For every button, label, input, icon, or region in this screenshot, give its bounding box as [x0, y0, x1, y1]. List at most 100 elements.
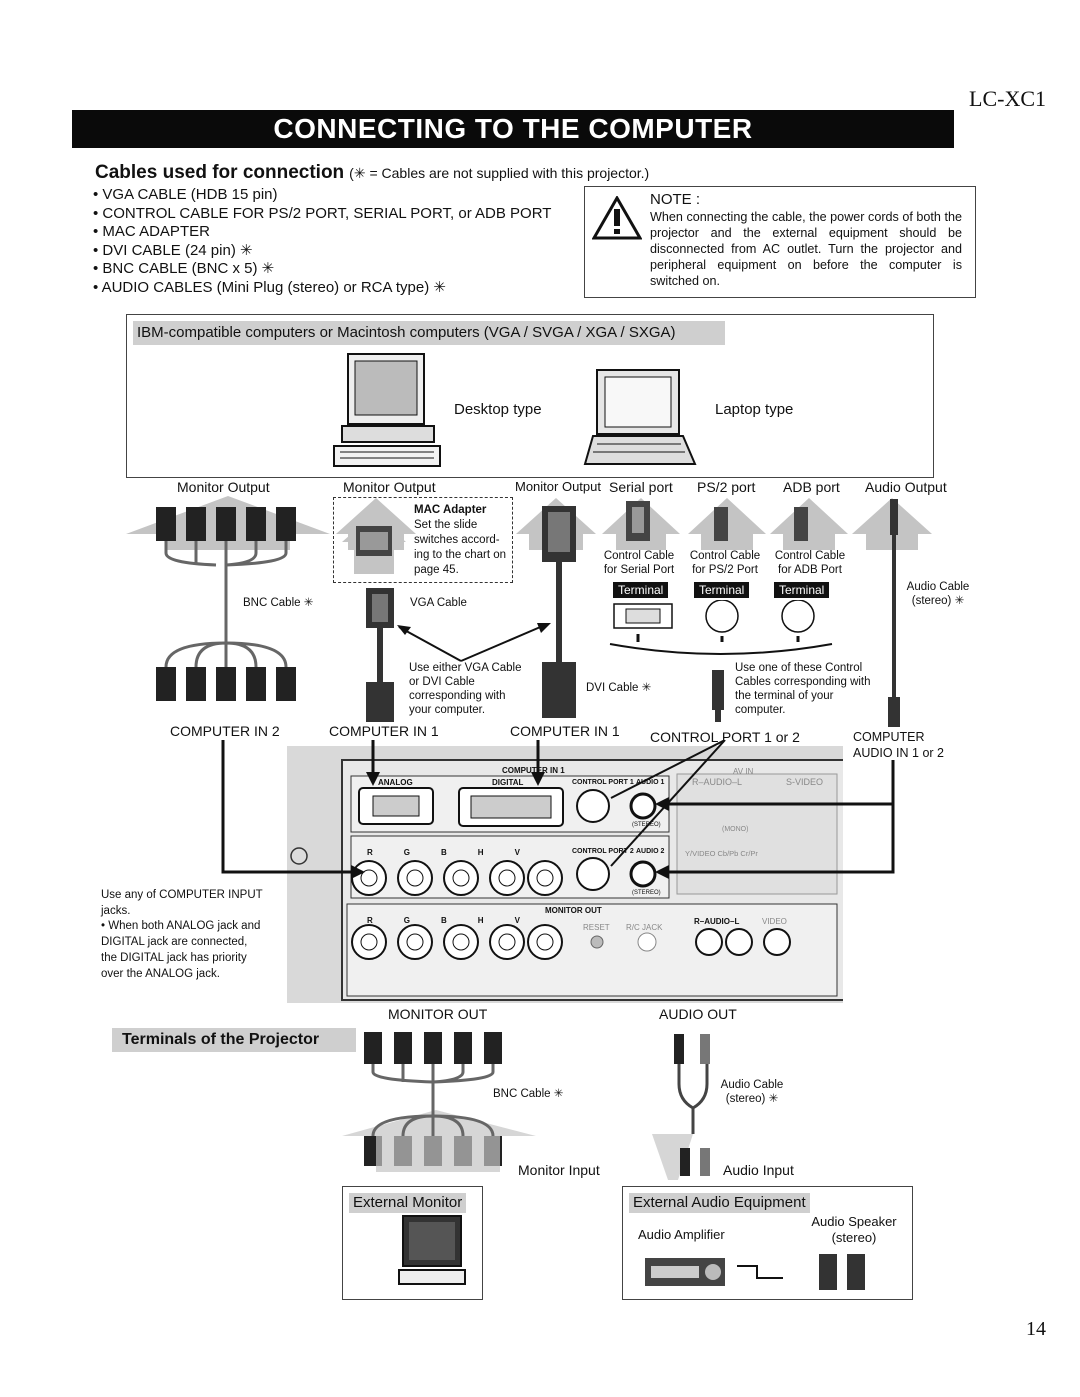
panel-rgbhv-1: RGBHV	[367, 846, 551, 860]
computers-box	[126, 314, 934, 478]
model-number: LC-XC1	[969, 86, 1046, 111]
external-monitor-title: External Monitor	[349, 1193, 467, 1213]
cable-item: BNC CABLE (BNC x 5) ✳	[93, 260, 551, 279]
external-audio-title: External Audio Equipment	[629, 1193, 810, 1213]
panel-rc-jack: R/C JACK	[626, 923, 663, 932]
choice-arrows	[397, 623, 551, 662]
panel-mono: (MONO)	[722, 826, 749, 833]
panel-rgbhv-label: V	[514, 848, 551, 857]
audio-out-cable-icon	[652, 1034, 710, 1180]
port-label-monitor-output: Monitor Output	[343, 479, 436, 495]
panel-audio-2: AUDIO 2	[636, 848, 665, 855]
panel-rgbhv-label: H	[477, 848, 515, 857]
page-number: 14	[1026, 1318, 1046, 1340]
input-label-computer-in-1: COMPUTER IN 1	[329, 723, 439, 739]
vga-cable-label: VGA Cable	[410, 597, 467, 609]
monitor-input-label: Monitor Input	[518, 1162, 600, 1178]
input-label-control-port: CONTROL PORT 1 or 2	[650, 729, 800, 745]
terminal-tag-ps2: Terminal	[694, 582, 750, 598]
port-label-monitor-output: Monitor Output	[177, 479, 270, 495]
panel-r-audio-l-out: R–AUDIO–L	[694, 917, 740, 926]
mac-adapter-box	[333, 497, 513, 583]
control-cable-plugs-icon	[626, 501, 808, 541]
page-title: CONNECTING TO THE COMPUTER	[72, 110, 954, 148]
note-box	[584, 186, 976, 298]
cable-list: VGA CABLE (HDB 15 pin) CONTROL CABLE FOR…	[93, 186, 552, 298]
speaker-label: Audio Speaker (stereo)	[811, 1214, 897, 1245]
panel-av-in: AV IN	[733, 767, 754, 776]
panel-rgbhv-label: B	[441, 848, 478, 857]
control-cable-ps2-label: Control Cable for PS/2 Port	[689, 550, 761, 576]
external-monitor-icon	[398, 1215, 466, 1285]
note-title: NOTE :	[650, 191, 701, 208]
output-audio-cable-label: Audio Cable (stereo) ✳	[720, 1079, 784, 1105]
use-one-note: Use one of these Control Cables correspo…	[735, 662, 871, 716]
terminal-connectors-icon	[609, 600, 833, 655]
terminal-tag-adb: Terminal	[774, 582, 830, 598]
input-label-audio-in: COMPUTER AUDIO IN 1 or 2	[853, 730, 944, 760]
desktop-label: Desktop type	[454, 401, 542, 418]
output-bnc-cable-label: BNC Cable ✳	[493, 1088, 564, 1100]
panel-rgbhv-label: B	[441, 916, 478, 925]
control-cable-serial-label: Control Cable for Serial Port	[603, 550, 675, 576]
cable-item: AUDIO CABLES (Mini Plug (stereo) or RCA …	[93, 279, 551, 298]
panel-digital: DIGITAL	[492, 778, 524, 787]
bnc-monitor-cable-icon	[342, 1032, 536, 1172]
external-audio-box: External Audio Equipment	[622, 1186, 913, 1300]
bnc-cable-label: BNC Cable ✳	[243, 597, 314, 609]
control-cable-adb-label: Control Cable for ADB Port	[774, 550, 846, 576]
warning-icon	[592, 196, 642, 240]
input-label-computer-in-2: COMPUTER IN 2	[170, 723, 280, 739]
panel-rgbhv-label: R	[367, 848, 404, 857]
port-label-ps2: PS/2 port	[697, 479, 756, 495]
mac-adapter-text: Set the slide switches accord-ing to the…	[414, 519, 507, 576]
desktop-computer-icon	[333, 353, 441, 467]
port-label-monitor-output: Monitor Output	[515, 479, 601, 494]
cable-item: MAC ADAPTER	[93, 223, 551, 242]
panel-stereo-2: (STEREO)	[632, 890, 661, 896]
panel-drawing	[290, 759, 843, 1001]
output-label-monitor-out: MONITOR OUT	[388, 1006, 488, 1022]
audio-cable-icon	[888, 499, 900, 727]
panel-r-audio-l-in: R–AUDIO–L	[692, 777, 743, 787]
amplifier-label: Audio Amplifier	[638, 1227, 725, 1242]
panel-rgbhv-label: R	[367, 916, 404, 925]
panel-reset: RESET	[583, 923, 610, 932]
panel-video: VIDEO	[762, 917, 787, 926]
side-note: Use any of COMPUTER INPUT jacks. • When …	[101, 888, 263, 982]
port-label-adb: ADB port	[783, 479, 840, 495]
dvi-cable-icon	[542, 506, 576, 718]
panel-control-port-2: CONTROL PORT 2	[572, 848, 634, 855]
panel-rgbhv-label: G	[403, 916, 442, 925]
computers-title: IBM-compatible computers or Macintosh co…	[133, 321, 725, 345]
bnc-cable-top-icon	[156, 507, 296, 701]
audio-cable-label: Audio Cable (stereo) ✳	[906, 581, 970, 607]
panel-s-video: S-VIDEO	[786, 777, 824, 787]
port-label-audio-output: Audio Output	[865, 479, 947, 495]
use-either-note: Use either VGA Cable or DVI Cable corres…	[409, 662, 522, 716]
vga-cable-icon	[366, 588, 394, 722]
cables-heading-note: (✳ = Cables are not supplied with this p…	[349, 165, 650, 181]
control-cable-bottom-icon	[712, 670, 724, 722]
panel-rgbhv-label: G	[403, 848, 442, 857]
audio-input-label: Audio Input	[723, 1162, 794, 1178]
panel-monitor-out: MONITOR OUT	[545, 906, 602, 915]
output-label-audio-out: AUDIO OUT	[659, 1006, 737, 1022]
external-monitor-box: External Monitor	[342, 1186, 483, 1300]
connection-arrows	[221, 740, 895, 879]
laptop-computer-icon	[583, 369, 697, 465]
side-note-text: Use any of COMPUTER INPUT jacks. • When …	[101, 889, 263, 980]
terminals-label: Terminals of the Projector	[112, 1028, 356, 1052]
cable-item: CONTROL CABLE FOR PS/2 PORT, SERIAL PORT…	[93, 205, 551, 224]
audio-equipment-icon	[645, 1254, 865, 1290]
panel-rgbhv-label: V	[514, 916, 551, 925]
panel-computer-in-1: COMPUTER IN 1	[502, 766, 565, 775]
panel-rgbhv-label: H	[477, 916, 515, 925]
cable-item: DVI CABLE (24 pin) ✳	[93, 242, 551, 261]
panel-yvideo-row: Y/VIDEO Cb/Pb Cr/Pr	[685, 849, 758, 858]
panel-control-port-1: CONTROL PORT 1	[572, 779, 634, 786]
cable-item: VGA CABLE (HDB 15 pin)	[93, 186, 551, 205]
mac-adapter-icon	[342, 514, 406, 574]
cables-heading-title: Cables used for connection	[95, 162, 345, 183]
panel-audio-1: AUDIO 1	[636, 779, 665, 786]
